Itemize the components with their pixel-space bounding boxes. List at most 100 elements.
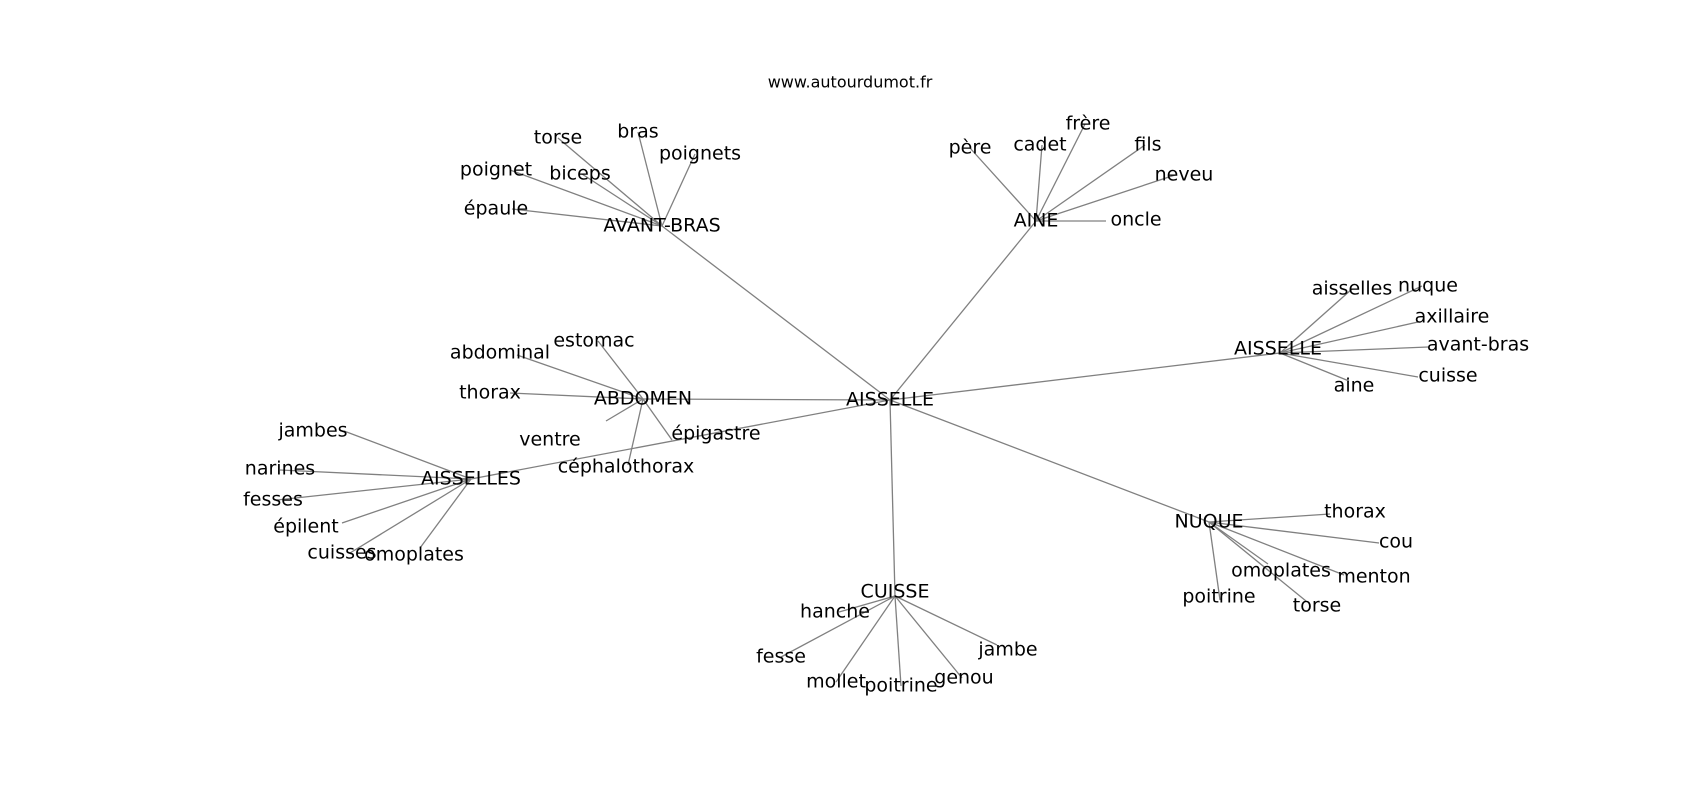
hub-node-nuque[interactable]: NUQUE xyxy=(1175,511,1244,533)
edge-abdomen-word xyxy=(605,398,644,422)
word-node[interactable]: aisselles xyxy=(1312,278,1393,300)
edge-cuisse-word xyxy=(780,595,896,658)
edge-center-avant-bras xyxy=(661,225,891,401)
edge-center-abdomen xyxy=(642,398,891,401)
edge-cuisse-word xyxy=(894,595,902,687)
edge-center-aisselles xyxy=(470,399,891,480)
edge-aine-word xyxy=(1035,123,1086,222)
edge-avant-bras-word xyxy=(661,153,696,227)
word-node[interactable]: poignet xyxy=(460,159,532,181)
edge-aisselle-word xyxy=(1279,352,1419,378)
edge-avant-bras-word xyxy=(581,173,663,227)
edge-aisselles-word xyxy=(279,469,472,480)
word-node[interactable]: jambe xyxy=(977,639,1037,661)
word-node[interactable]: thorax xyxy=(1324,501,1386,523)
word-node[interactable]: céphalothorax xyxy=(558,456,695,478)
word-node[interactable]: narines xyxy=(245,458,315,480)
word-node[interactable]: menton xyxy=(1337,566,1410,588)
edge-cuisse-word xyxy=(894,595,998,646)
word-node[interactable]: omoplates xyxy=(364,544,464,566)
word-node[interactable]: genou xyxy=(934,667,993,689)
edge-nuque-word xyxy=(1208,521,1307,602)
word-node[interactable]: épilent xyxy=(273,516,339,538)
edge-center-cuisse xyxy=(889,399,896,597)
edge-avant-bras-word xyxy=(511,208,663,227)
edge-center-nuque xyxy=(889,399,1210,523)
edge-nuque-word xyxy=(1208,521,1345,576)
edge-cuisse-word xyxy=(894,595,963,679)
word-node[interactable]: père xyxy=(949,137,992,159)
word-node[interactable]: poitrine xyxy=(1182,586,1255,608)
word-node[interactable]: avant-bras xyxy=(1427,334,1529,356)
word-node[interactable]: aine xyxy=(1334,375,1375,397)
word-node[interactable]: poignets xyxy=(659,143,741,165)
hub-node-cuisse[interactable]: CUISSE xyxy=(861,581,930,603)
graph-edges xyxy=(276,123,1429,687)
edge-avant-bras-word xyxy=(557,137,663,227)
edge-aisselles-word xyxy=(341,478,472,524)
word-node[interactable]: cadet xyxy=(1013,134,1066,156)
hub-node-abdomen[interactable]: ABDOMEN xyxy=(594,388,692,410)
word-node[interactable]: fesses xyxy=(243,489,303,511)
edge-nuque-word xyxy=(1208,521,1380,544)
edge-avant-bras-word xyxy=(509,169,663,227)
word-node[interactable]: jambes xyxy=(277,420,347,442)
word-node[interactable]: épigastre xyxy=(671,423,760,445)
hub-node-avant-bras[interactable]: AVANT-BRAS xyxy=(603,215,720,237)
edge-aisselle-word xyxy=(1279,321,1419,354)
word-node[interactable]: abdominal xyxy=(450,342,550,364)
edge-aisselle-word xyxy=(1279,285,1423,354)
edge-aine-word xyxy=(969,147,1037,222)
edge-nuque-word xyxy=(1208,513,1331,523)
edge-abdomen-word xyxy=(509,392,644,400)
edge-abdomen-word xyxy=(516,354,644,400)
site-url: www.autourdumot.fr xyxy=(768,73,933,92)
word-node[interactable]: estomac xyxy=(553,330,634,352)
word-node[interactable]: bras xyxy=(617,121,658,143)
word-node[interactable]: ventre xyxy=(519,429,581,451)
center-node[interactable]: AISSELLE xyxy=(846,389,934,411)
word-node[interactable]: thorax xyxy=(459,382,521,404)
edge-aisselles-word xyxy=(276,478,472,501)
hub-node-aine[interactable]: AINE xyxy=(1014,210,1059,232)
edge-abdomen-word xyxy=(627,398,644,466)
word-node[interactable]: fesse xyxy=(756,646,806,668)
edge-aisselles-word xyxy=(419,478,472,549)
word-node[interactable]: fils xyxy=(1134,134,1161,156)
word-node[interactable]: hanche xyxy=(800,601,870,623)
edge-aisselles-word xyxy=(343,430,472,480)
edge-nuque-word xyxy=(1208,521,1221,601)
edge-cuisse-word xyxy=(838,595,896,613)
word-node[interactable]: omoplates xyxy=(1231,560,1331,582)
edge-avant-bras-word xyxy=(637,131,663,227)
edge-center-aisselle xyxy=(889,352,1281,401)
edge-abdomen-word xyxy=(642,398,673,441)
edge-aine-word xyxy=(1035,144,1146,222)
word-node[interactable]: oncle xyxy=(1110,209,1161,231)
word-node[interactable]: axillaire xyxy=(1415,306,1490,328)
edge-aine-word xyxy=(1035,144,1043,222)
word-node[interactable]: poitrine xyxy=(864,675,937,697)
word-node[interactable]: cuisses xyxy=(307,542,376,564)
word-node[interactable]: mollet xyxy=(806,671,866,693)
word-node[interactable]: neveu xyxy=(1155,164,1214,186)
hub-node-aisselle[interactable]: AISSELLE xyxy=(1234,338,1322,360)
word-node[interactable]: torse xyxy=(534,127,582,149)
edge-aisselle-word xyxy=(1279,288,1353,354)
word-node[interactable]: cou xyxy=(1379,531,1413,553)
word-node[interactable]: nuque xyxy=(1398,275,1458,297)
edge-nuque-word xyxy=(1208,521,1269,565)
hub-node-aisselles[interactable]: AISSELLES xyxy=(421,468,521,490)
word-node[interactable]: biceps xyxy=(549,163,610,185)
word-node[interactable]: cuisse xyxy=(1418,365,1477,387)
edge-cuisse-word xyxy=(835,595,896,683)
edge-aisselle-word xyxy=(1279,352,1350,382)
edge-aisselles-word xyxy=(349,478,472,554)
edge-center-aine xyxy=(889,220,1037,401)
word-node[interactable]: frère xyxy=(1066,113,1111,135)
word-node[interactable]: épaule xyxy=(464,198,528,220)
word-node[interactable]: torse xyxy=(1293,595,1341,617)
edge-abdomen-word xyxy=(597,340,644,400)
